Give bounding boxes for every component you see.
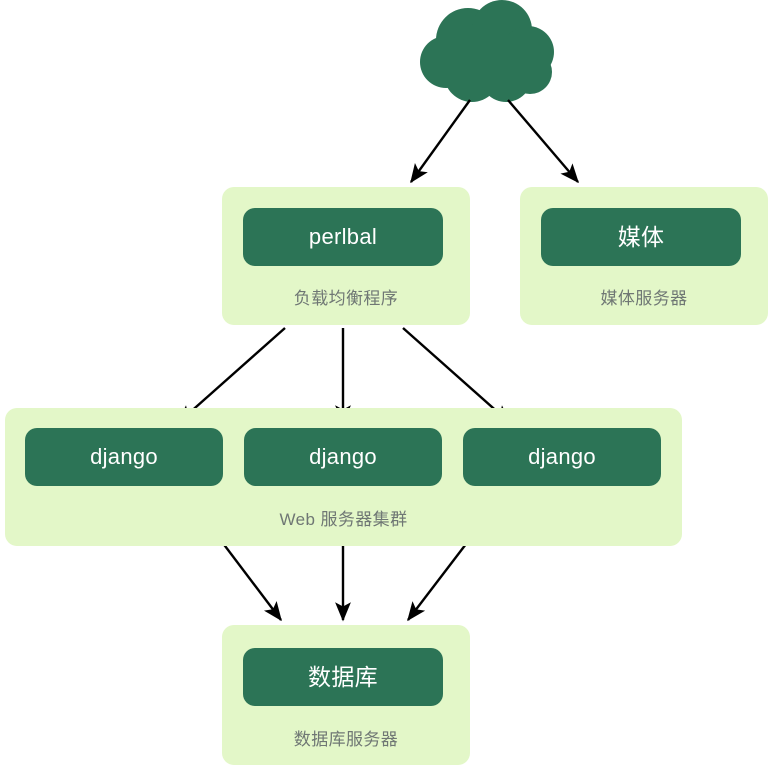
- node-media[interactable]: 媒体: [541, 208, 741, 266]
- group-label-media-group: 媒体服务器: [600, 289, 688, 308]
- node-label-media: 媒体: [617, 223, 665, 250]
- node-database[interactable]: 数据库: [243, 648, 443, 706]
- edge-cloud-to-perlbal: [410, 99, 471, 184]
- group-label-load-balancer-group: 负载均衡程序: [293, 289, 399, 308]
- node-perlbal[interactable]: perlbal: [243, 208, 443, 266]
- cloud-shape: [420, 0, 554, 102]
- group-label-web-cluster-group: Web 服务器集群: [279, 510, 408, 529]
- node-django-3[interactable]: django: [463, 428, 661, 486]
- node-label-django-3: django: [528, 444, 596, 469]
- group-label-database-group: 数据库服务器: [293, 730, 399, 749]
- node-django-2[interactable]: django: [244, 428, 442, 486]
- node-label-django-1: django: [90, 444, 158, 469]
- edge-cloud-to-media: [507, 99, 579, 184]
- node-label-database: 数据库: [308, 663, 378, 690]
- node-label-django-2: django: [309, 444, 377, 469]
- node-label-perlbal: perlbal: [308, 224, 378, 249]
- internet-cloud[interactable]: [410, 0, 570, 110]
- node-django-1[interactable]: django: [25, 428, 223, 486]
